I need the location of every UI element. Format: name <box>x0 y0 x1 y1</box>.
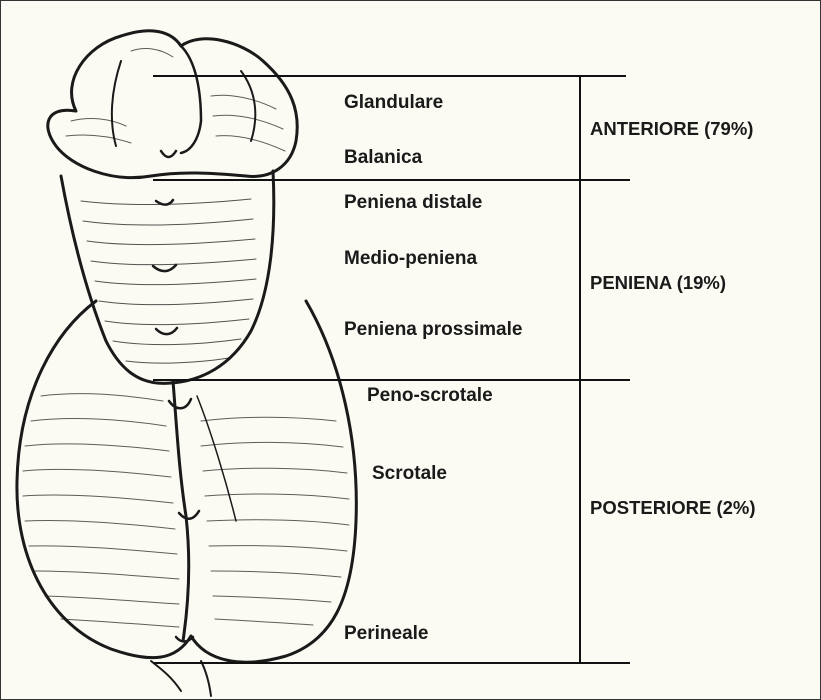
median-raphe <box>173 381 189 641</box>
anatomical-illustration <box>1 1 601 700</box>
region-anteriore: ANTERIORE (79%) <box>590 120 753 139</box>
region-posteriore: POSTERIORE (2%) <box>590 499 756 518</box>
meatus-mark-penoscrotal <box>169 399 191 408</box>
meatus-mark-glandular <box>161 151 176 157</box>
label-peniena-distale: Peniena distale <box>344 193 482 212</box>
meatus-mark-distal <box>156 200 173 205</box>
divider-line-anterior-penile <box>153 179 630 181</box>
label-peniena-prossimale: Peniena prossimale <box>344 320 522 339</box>
shaft-outline <box>61 171 274 383</box>
vertical-bracket-line <box>579 75 581 664</box>
label-scrotale: Scrotale <box>372 464 447 483</box>
meatus-mark-mid <box>153 265 176 271</box>
label-peno-scrotale: Peno-scrotale <box>367 386 493 405</box>
divider-line-penile-posterior <box>153 379 630 381</box>
meatus-mark-proximal <box>156 328 177 334</box>
label-medio-peniena: Medio-peniena <box>344 249 477 268</box>
divider-line-top <box>153 75 626 77</box>
region-peniena: PENIENA (19%) <box>590 274 726 293</box>
label-perineale: Perineale <box>344 624 429 643</box>
label-glandulare: Glandulare <box>344 93 443 112</box>
divider-line-bottom <box>153 662 630 664</box>
meatus-mark-scrotal <box>179 511 199 519</box>
label-balanica: Balanica <box>344 148 422 167</box>
